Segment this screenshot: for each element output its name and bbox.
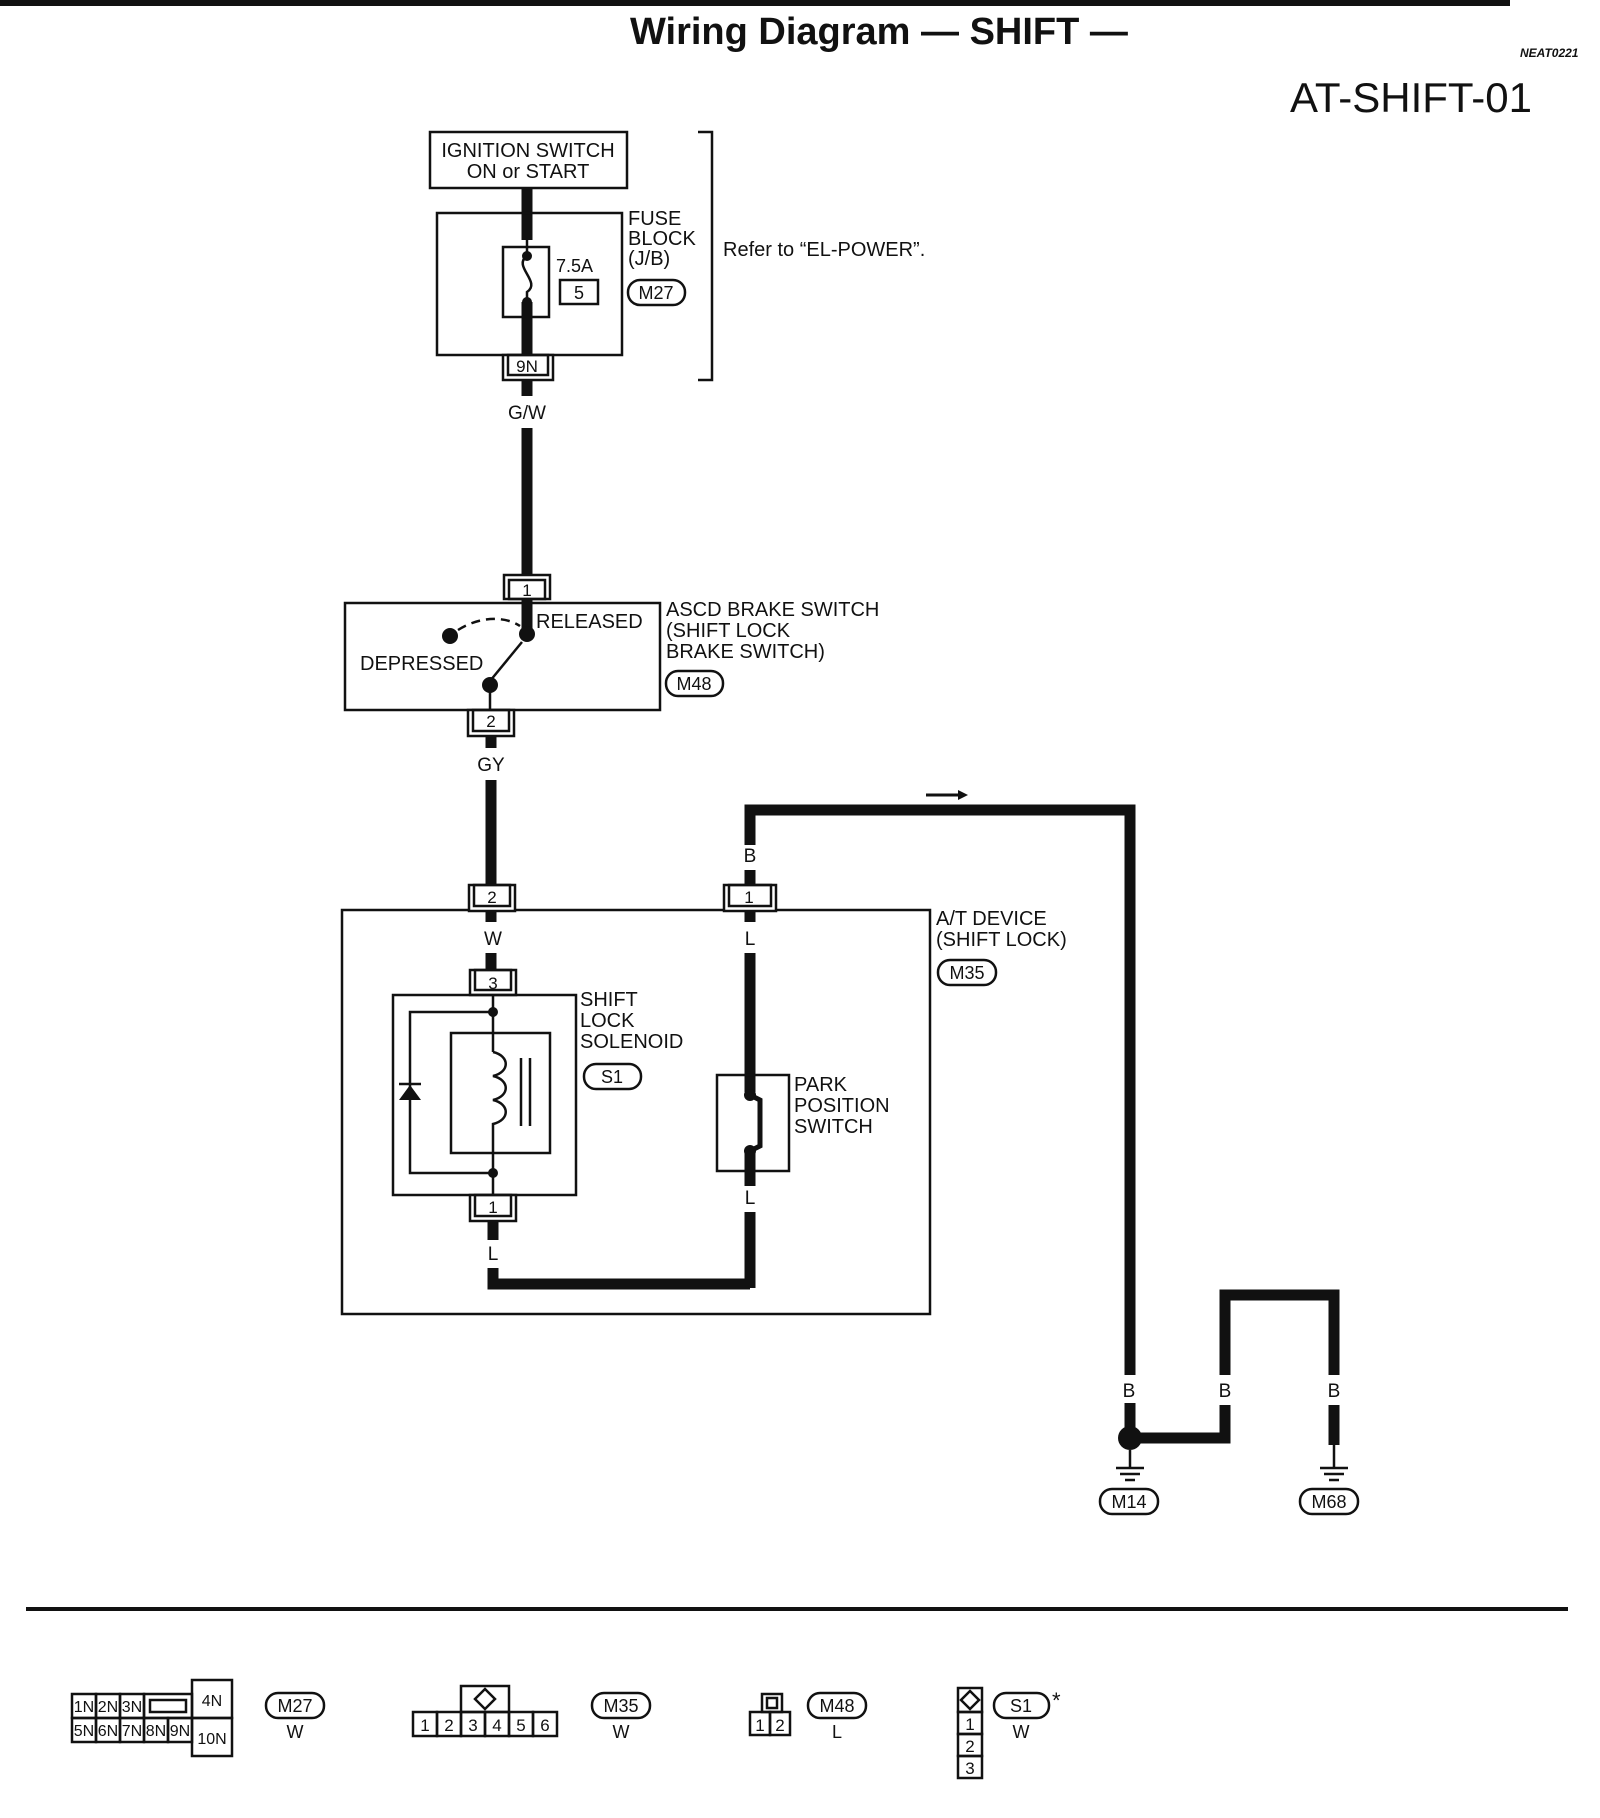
s1-star: * xyxy=(1052,1688,1061,1713)
m27-pin: 7N xyxy=(122,1723,142,1740)
at-pin-b: 1 xyxy=(744,888,753,907)
wire-gw-label: G/W xyxy=(508,403,546,424)
connector-9n: 9N xyxy=(501,353,555,382)
m27-color: W xyxy=(287,1722,304,1742)
brake-depressed-label: DEPRESSED xyxy=(360,653,483,675)
wire-l2-label: L xyxy=(745,1188,756,1209)
ground-m14: B M14 xyxy=(1098,1381,1160,1516)
m27-pin: 1N xyxy=(74,1699,94,1716)
brake-pin-bottom: 2 xyxy=(486,712,495,731)
ground-m68-label: M68 xyxy=(1311,1492,1346,1512)
at-device-line1: A/T DEVICE xyxy=(936,908,1047,930)
brake-switch-line3: BRAKE SWITCH) xyxy=(666,641,825,663)
top-border xyxy=(0,0,1510,6)
wire-b-top-label: B xyxy=(744,846,757,867)
wire-w-label: W xyxy=(484,929,502,950)
wire-b2-label: B xyxy=(1219,1381,1232,1402)
solenoid-line1: SHIFT xyxy=(580,989,638,1011)
at-device-connector-label: M35 xyxy=(949,963,984,983)
s1-pin-3: 3 xyxy=(965,1759,974,1778)
m35-pin: 2 xyxy=(444,1716,453,1735)
power-note: Refer to “EL-POWER”. xyxy=(723,239,925,261)
fuse-block-line3: (J/B) xyxy=(628,248,670,270)
connector-face-m48: 1 2 M48 L xyxy=(748,1691,868,1742)
brake-pin-top: 1 xyxy=(522,581,531,600)
fuse-block-line2: BLOCK xyxy=(628,228,696,250)
m48-id: M48 xyxy=(819,1696,854,1716)
ignition-line1: IGNITION SWITCH xyxy=(441,140,614,162)
bottom-separator xyxy=(26,1607,1568,1611)
m27-pin: 6N xyxy=(98,1723,118,1740)
fuse-block: 7.5A 5 FUSE BLOCK (J/B) M27 xyxy=(435,208,696,357)
ref-code: NEAT0221 xyxy=(1520,46,1579,60)
power-bracket xyxy=(698,130,714,382)
solenoid-line2: LOCK xyxy=(580,1010,635,1032)
m27-pin: 5N xyxy=(74,1723,94,1740)
solenoid-connector-label: S1 xyxy=(601,1067,623,1087)
fuse-number: 5 xyxy=(574,283,584,303)
ground-m14-label: M14 xyxy=(1111,1492,1146,1512)
fuse-connector-label: M27 xyxy=(638,283,673,303)
m35-pin: 1 xyxy=(420,1716,429,1735)
m48-pin-2: 2 xyxy=(775,1716,784,1735)
wire-l3-label: L xyxy=(488,1244,499,1265)
m27-pin-side-top: 4N xyxy=(202,1693,222,1710)
page-title: Wiring Diagram — SHIFT — xyxy=(630,11,1128,53)
shift-lock-solenoid: 3 1 SHIFT LOCK SOLENOID S1 xyxy=(391,968,683,1223)
brake-switch: 1 RELEASED DEPRESSED 2 ASCD BRAKE SWITCH… xyxy=(343,573,879,738)
park-switch-line1: PARK xyxy=(794,1074,848,1096)
m35-pin: 4 xyxy=(492,1716,501,1735)
park-switch-line2: POSITION xyxy=(794,1095,890,1117)
park-position-switch: PARK POSITION SWITCH xyxy=(715,1073,890,1186)
m48-color: L xyxy=(832,1722,842,1742)
wire-b3-label: B xyxy=(1328,1381,1341,1402)
s1-id: S1 xyxy=(1010,1696,1032,1716)
ground-m68: B M68 xyxy=(1298,1381,1360,1516)
park-switch-line3: SWITCH xyxy=(794,1116,873,1138)
s1-pin-1: 1 xyxy=(965,1715,974,1734)
brake-released-label: RELEASED xyxy=(536,611,643,633)
m35-color: W xyxy=(613,1722,630,1742)
m35-pin: 3 xyxy=(468,1716,477,1735)
m35-pin: 6 xyxy=(540,1716,549,1735)
solenoid-line3: SOLENOID xyxy=(580,1031,683,1053)
at-device-line2: (SHIFT LOCK) xyxy=(936,929,1067,951)
at-pin-a: 2 xyxy=(487,888,496,907)
solenoid-pin-top: 3 xyxy=(488,974,497,993)
fuse-amp: 7.5A xyxy=(556,256,593,276)
diagram-id: AT-SHIFT-01 xyxy=(1290,74,1532,121)
fuse-block-line1: FUSE xyxy=(628,208,681,230)
fuse-terminal: 9N xyxy=(516,357,538,376)
brake-connector-label: M48 xyxy=(676,674,711,694)
wire-b1-label: B xyxy=(1123,1381,1136,1402)
m27-id: M27 xyxy=(277,1696,312,1716)
m27-pin: 2N xyxy=(98,1699,118,1716)
s1-color: W xyxy=(1013,1722,1030,1742)
solenoid-pin-bottom: 1 xyxy=(488,1198,497,1217)
m48-pin-1: 1 xyxy=(755,1716,764,1735)
m27-pin: 3N xyxy=(122,1699,142,1716)
m35-pin: 5 xyxy=(516,1716,525,1735)
s1-pin-2: 2 xyxy=(965,1737,974,1756)
ignition-line2: ON or START xyxy=(467,161,590,183)
connector-face-s1: 1 2 3 S1 * W xyxy=(956,1686,1061,1780)
brake-switch-line2: (SHIFT LOCK xyxy=(666,620,791,642)
wire-l1-label: L xyxy=(745,929,756,950)
m27-pin-side-bottom: 10N xyxy=(197,1731,226,1748)
m27-pin: 9N xyxy=(170,1723,190,1740)
m35-id: M35 xyxy=(603,1696,638,1716)
at-device: 2 W 1 L 3 1 xyxy=(340,883,1067,1316)
brake-switch-line1: ASCD BRAKE SWITCH xyxy=(666,599,879,621)
ignition-switch: IGNITION SWITCH ON or START xyxy=(428,130,629,190)
m27-pin: 8N xyxy=(146,1723,166,1740)
wire-gy-label: GY xyxy=(477,755,505,776)
